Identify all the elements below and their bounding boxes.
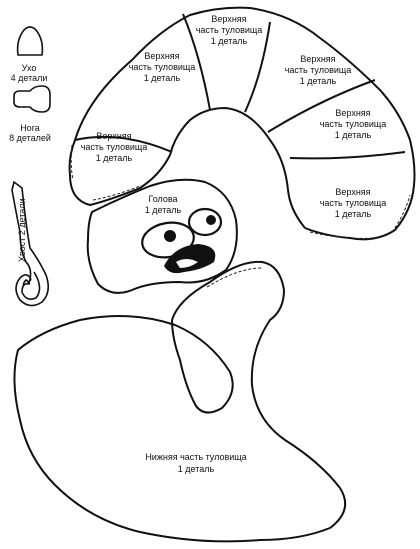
- upper-body-segment-5: Верхняя часть туловища 1 деталь: [320, 187, 387, 219]
- upper-body-4-title: Верхняя: [335, 108, 370, 118]
- shell-upper-body-group: Верхняя часть туловища 1 деталь Верхняя …: [68, 6, 416, 241]
- leg-piece: Нога 8 деталей: [9, 85, 51, 143]
- upper-body-3-count: 1 деталь: [300, 76, 337, 86]
- ear-piece: Ухо 4 детали: [11, 26, 48, 83]
- upper-body-segment-2: Верхняя часть туловища 1 деталь: [196, 14, 263, 46]
- head-count: 1 деталь: [145, 205, 182, 215]
- upper-body-4-count: 1 деталь: [335, 130, 372, 140]
- upper-body-1-subtitle: часть туловища: [129, 62, 196, 72]
- upper-body-3-title: Верхняя: [300, 54, 335, 64]
- upper-body-5-count: 1 деталь: [335, 209, 372, 219]
- upper-body-2-count: 1 деталь: [211, 36, 248, 46]
- upper-body-segment-6: Верхняя часть туловища 1 деталь: [81, 131, 148, 163]
- lower-body-count: 1 деталь: [178, 464, 215, 474]
- right-eye-icon: [187, 207, 223, 237]
- mouth-icon: [164, 244, 216, 274]
- lower-body-piece: Нижняя часть туловища 1 деталь: [13, 260, 347, 543]
- ear-count: 4 детали: [11, 73, 48, 83]
- upper-body-4-subtitle: часть туловища: [320, 119, 387, 129]
- upper-body-segment-1: Верхняя часть туловища 1 деталь: [129, 51, 196, 83]
- leg-count: 8 деталей: [9, 133, 51, 143]
- upper-body-2-title: Верхняя: [211, 14, 246, 24]
- upper-body-5-subtitle: часть туловища: [320, 198, 387, 208]
- upper-body-6-title: Верхняя: [96, 131, 131, 141]
- upper-body-segment-3: Верхняя часть туловища 1 деталь: [285, 54, 352, 86]
- upper-body-5-title: Верхняя: [335, 187, 370, 197]
- tail-piece: Хвост 2 детали: [11, 181, 50, 307]
- head-title: Голова: [148, 194, 177, 204]
- upper-body-2-subtitle: часть туловища: [196, 25, 263, 35]
- upper-body-1-title: Верхняя: [144, 51, 179, 61]
- leg-title: Нога: [20, 123, 40, 133]
- ear-title: Ухо: [22, 63, 37, 73]
- lower-body-title: Нижняя часть туловища: [145, 452, 246, 462]
- upper-body-1-count: 1 деталь: [144, 73, 181, 83]
- head-piece: Голова 1 деталь: [86, 178, 238, 294]
- tail-label: Хвост 2 детали: [17, 198, 27, 262]
- upper-body-6-subtitle: часть туловища: [81, 142, 148, 152]
- upper-body-segment-4: Верхняя часть туловища 1 деталь: [320, 108, 387, 140]
- upper-body-3-subtitle: часть туловища: [285, 65, 352, 75]
- upper-body-6-count: 1 деталь: [96, 153, 133, 163]
